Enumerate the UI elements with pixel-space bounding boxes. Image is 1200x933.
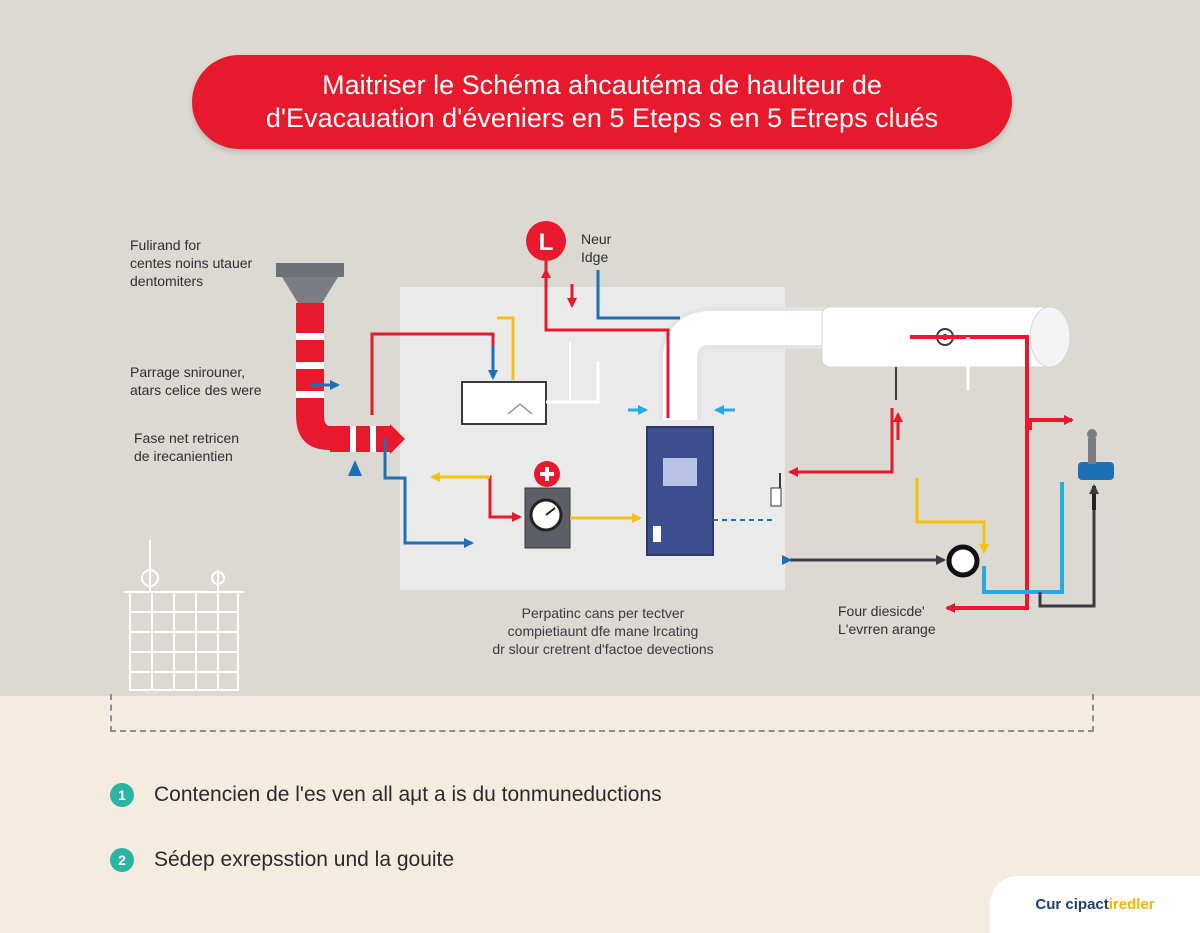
pressure-badge: L — [526, 221, 566, 261]
pressure-gauge-icon — [524, 487, 571, 549]
step-1: 1 Contencien de l'es ven all aμt a is du… — [110, 783, 662, 807]
label-lower-left: Fase net retricen de irecanientien — [134, 430, 240, 464]
flue-pipe-icon — [659, 306, 1071, 420]
label-bottom-center: Perpatinc cans per tectver compietiaunt … — [492, 605, 714, 657]
brand-logo: Cur cipact iredler — [990, 876, 1200, 933]
step-text: Sédep exrepsstion und la gouite — [154, 848, 455, 871]
label-top-center: Neur Idge — [581, 231, 612, 265]
svg-text:L: L — [539, 229, 554, 256]
valve-icon — [1078, 429, 1114, 480]
step-text: Contencien de l'es ven all aμt a is du t… — [154, 783, 662, 806]
label-right: Four diesicde' L'evrren arange — [838, 603, 936, 637]
chimney-icon — [276, 263, 405, 454]
plus-icon — [534, 461, 560, 487]
title-line-1: Maitriser le Schéma ahcautéma de haulteu… — [322, 70, 882, 100]
title-line-2: d'Evacauation d'éveniers en 5 Eteps s en… — [265, 103, 939, 133]
label-mid-left: Parrage snirouner, atars celice des were — [130, 364, 262, 398]
step-number-badge: 2 — [110, 848, 134, 872]
step-number-badge: 1 — [110, 783, 134, 807]
dashed-frame — [110, 694, 1094, 732]
title-banner: Maitriser le Schéma ahcautéma de haulteu… — [192, 55, 1012, 149]
heat-exchanger-icon — [461, 381, 547, 425]
label-top-left: Fulirand for centes noins utauer dentomi… — [130, 237, 253, 289]
boiler-unit-icon — [646, 426, 714, 556]
building-icon — [124, 540, 244, 691]
step-2: 2 Sédep exrepsstion und la gouite — [110, 848, 454, 872]
